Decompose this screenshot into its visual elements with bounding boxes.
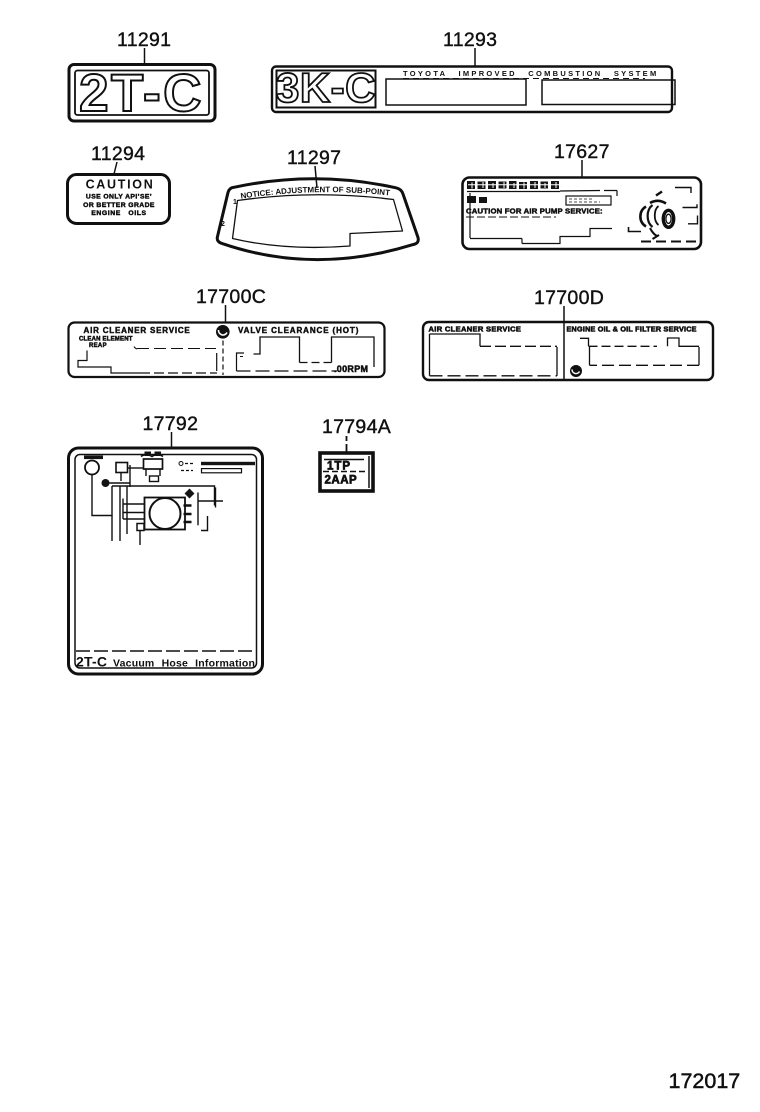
svg-text:11297: 11297 (287, 147, 341, 169)
svg-text:TOYOTA IMPROVED COMBUSTION SYS: TOYOTA IMPROVED COMBUSTION SYSTEM (403, 69, 659, 78)
svg-text:ENGINE OIL & OIL FILTER SERVIC: ENGINE OIL & OIL FILTER SERVICE (567, 325, 697, 334)
svg-text:17794A: 17794A (322, 416, 391, 438)
svg-text:11293: 11293 (443, 29, 497, 51)
svg-text:2T-C: 2T-C (76, 654, 107, 670)
svg-text:1TP: 1TP (327, 461, 351, 473)
svg-text:17700D: 17700D (534, 287, 604, 309)
svg-text:172017: 172017 (669, 1069, 741, 1093)
svg-text:11291: 11291 (117, 29, 171, 51)
svg-text:11294: 11294 (91, 143, 145, 165)
svg-text:OR BETTER GRADE: OR BETTER GRADE (83, 202, 155, 209)
svg-text:ENGINE OILS: ENGINE OILS (91, 210, 146, 217)
svg-text:17792: 17792 (143, 413, 199, 435)
svg-text:Vacuum Hose Information: Vacuum Hose Information (113, 658, 255, 670)
svg-text:NOTICE: ADJUSTMENT OF SUB-POIN: NOTICE: ADJUSTMENT OF SUB-POINT (240, 185, 391, 201)
svg-text:.00RPM: .00RPM (334, 364, 368, 374)
svg-text:AIR CLEANER SERVICE: AIR CLEANER SERVICE (84, 326, 191, 335)
svg-text:2AAP: 2AAP (325, 475, 358, 487)
svg-text:2T-C: 2T-C (79, 64, 204, 123)
svg-text:CLEAN ELEMENT: CLEAN ELEMENT (79, 337, 133, 343)
svg-text:USE ONLY API’SE’: USE ONLY API’SE’ (86, 194, 152, 201)
svg-text:3K-C: 3K-C (276, 64, 376, 111)
svg-text:17627: 17627 (554, 141, 610, 163)
svg-text:REAP: REAP (89, 343, 107, 349)
svg-text:VALVE CLEARANCE (HOT): VALVE CLEARANCE (HOT) (238, 326, 359, 335)
svg-text:CAUTION FOR AIR PUMP SERVICE:: CAUTION FOR AIR PUMP SERVICE: (466, 207, 603, 216)
svg-text:CAUTION: CAUTION (86, 178, 155, 192)
svg-text:2: 2 (221, 221, 225, 228)
svg-text:17700C: 17700C (196, 286, 266, 308)
svg-text:AIR CLEANER SERVICE: AIR CLEANER SERVICE (429, 325, 522, 334)
svg-text:1: 1 (233, 199, 237, 206)
